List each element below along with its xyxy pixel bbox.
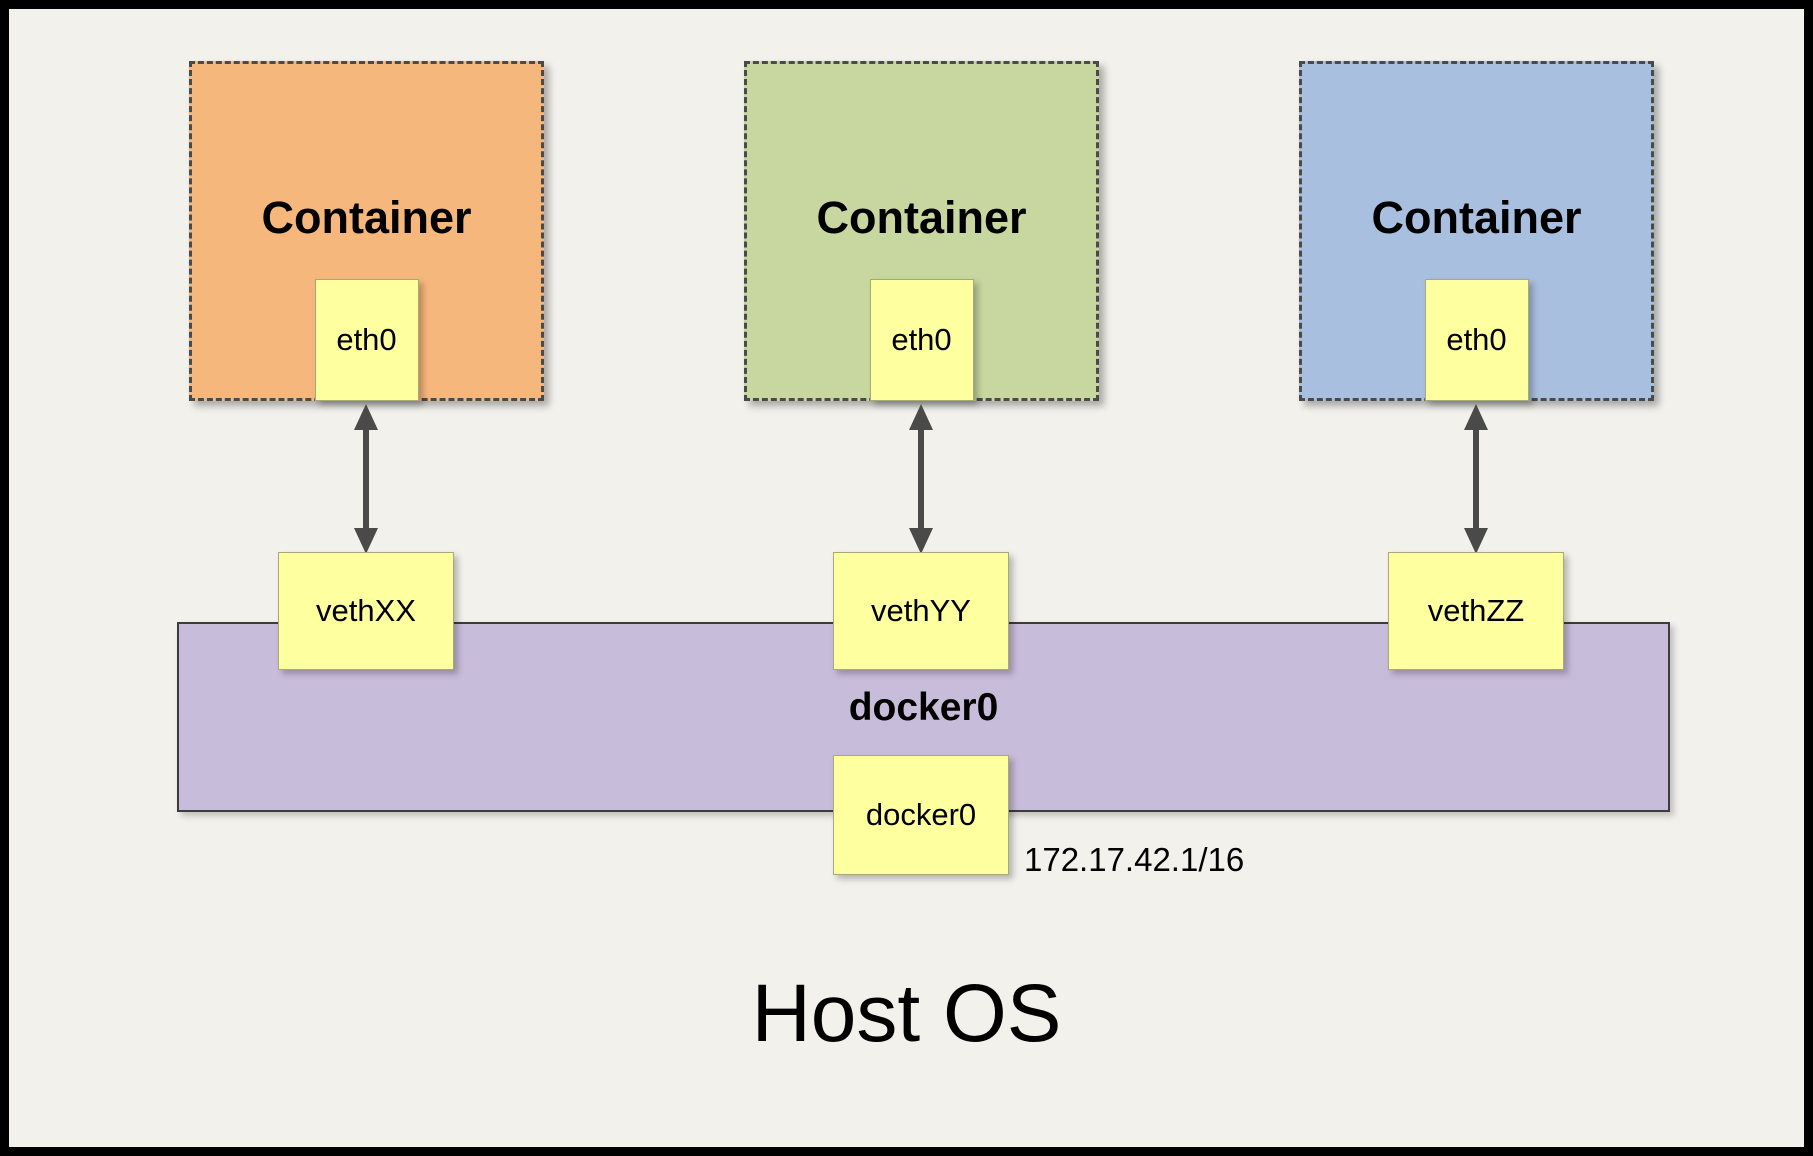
eth0-label: eth0 bbox=[1446, 322, 1507, 357]
eth0-box-2: eth0 bbox=[869, 279, 974, 401]
vethxx-box: vethXX bbox=[278, 552, 454, 670]
docker0-bridge-label: docker0 bbox=[848, 686, 999, 729]
double-arrow-icon-3 bbox=[1464, 404, 1488, 554]
container-box-2: Container eth0 bbox=[744, 61, 1099, 401]
eth0-label: eth0 bbox=[891, 322, 952, 357]
container-label: Container bbox=[261, 192, 472, 243]
vethzz-box: vethZZ bbox=[1388, 552, 1564, 670]
double-arrow-icon-1 bbox=[354, 404, 378, 554]
container-box-1: Container eth0 bbox=[189, 61, 544, 401]
docker0-interface-box: docker0 bbox=[833, 755, 1009, 875]
eth0-box-1: eth0 bbox=[314, 279, 419, 401]
container-box-3: Container eth0 bbox=[1299, 61, 1654, 401]
host-os-label: Host OS bbox=[751, 968, 1062, 1059]
bridge-ip-label: 172.17.42.1/16 bbox=[1024, 841, 1245, 878]
double-arrow-icon-2 bbox=[909, 404, 933, 554]
eth0-label: eth0 bbox=[336, 322, 397, 357]
vethyy-box: vethYY bbox=[833, 552, 1009, 670]
container-label: Container bbox=[816, 192, 1027, 243]
container-label: Container bbox=[1371, 192, 1582, 243]
eth0-box-3: eth0 bbox=[1424, 279, 1529, 401]
